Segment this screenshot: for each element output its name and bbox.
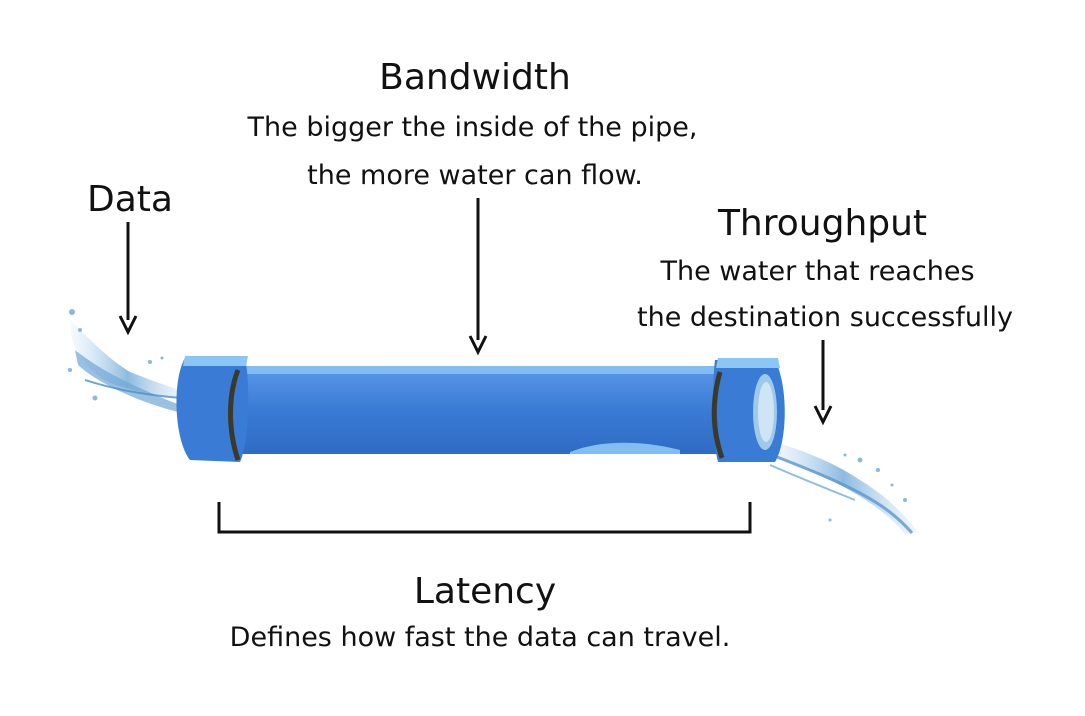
pipe — [176, 356, 785, 462]
data-arrow — [118, 222, 138, 336]
bandwidth-arrow — [468, 198, 488, 356]
water-outflow-splash — [768, 440, 918, 534]
throughput-description-line2: the destination successfully — [637, 302, 1013, 333]
water-inflow-splash — [68, 309, 185, 412]
throughput-description-line1: The water that reaches — [660, 256, 975, 287]
latency-description: Defines how fast the data can travel. — [229, 622, 731, 653]
throughput-title: Throughput — [717, 203, 928, 244]
throughput-arrow — [813, 340, 833, 426]
bandwidth-title: Bandwidth — [379, 57, 571, 98]
latency-bracket — [217, 502, 752, 534]
data-label: Data — [87, 179, 173, 220]
bandwidth-description-line2: the more water can flow. — [307, 160, 643, 191]
bandwidth-description-line1: The bigger the inside of the pipe, — [247, 112, 698, 143]
latency-title: Latency — [413, 571, 557, 612]
